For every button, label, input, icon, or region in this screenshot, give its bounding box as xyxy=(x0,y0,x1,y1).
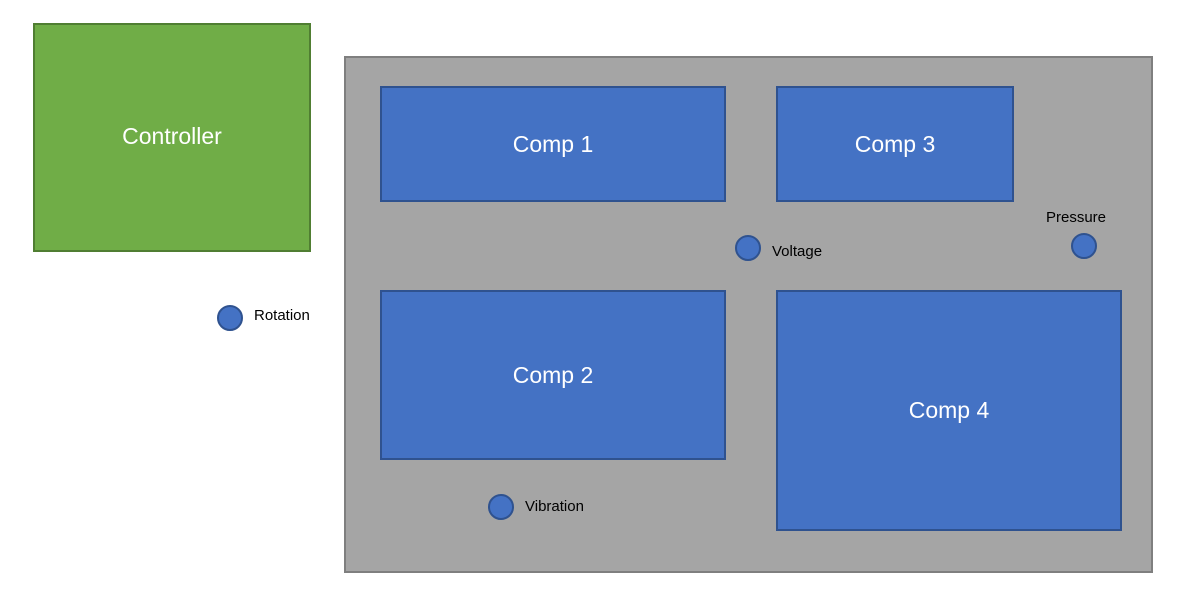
comp-1-label: Comp 1 xyxy=(512,130,594,157)
comp-2-box: Comp 2 xyxy=(380,290,726,460)
pressure-sensor-dot xyxy=(1071,233,1097,259)
voltage-sensor-label: Voltage xyxy=(772,243,823,260)
comp-4-label: Comp 4 xyxy=(908,397,990,423)
controller-box: Controller xyxy=(33,23,311,252)
pressure-sensor-label: Pressure xyxy=(1046,209,1107,226)
comp-4-box: Comp 4 xyxy=(776,290,1122,531)
comp-1-box: Comp 1 xyxy=(380,86,726,202)
voltage-sensor-dot xyxy=(735,235,761,261)
comp-3-box: Comp 3 xyxy=(776,86,1014,202)
rotation-sensor-dot xyxy=(217,305,243,331)
comp-3-label: Comp 3 xyxy=(854,130,936,157)
comp-2-label: Comp 2 xyxy=(512,361,594,388)
vibration-sensor-label: Vibration xyxy=(525,498,584,515)
rotation-sensor-label: Rotation xyxy=(254,307,310,324)
controller-label: Controller xyxy=(122,123,222,149)
vibration-sensor-dot xyxy=(488,494,514,520)
